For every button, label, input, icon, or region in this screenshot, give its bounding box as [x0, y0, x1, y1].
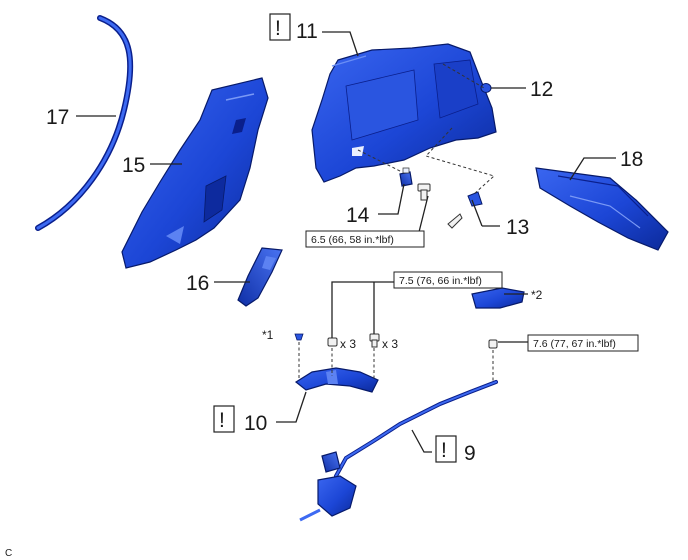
caution-box-9: ! [435, 435, 457, 463]
torque-box-2: 7.5 (76, 66 in.*lbf) [393, 271, 503, 289]
quantity-label-1: x 3 [340, 337, 356, 351]
nut-icon-a [327, 337, 338, 347]
callout-13: 13 [506, 216, 529, 239]
torque-label-3: 7.6 (77, 67 in.*lbf) [533, 338, 616, 350]
corner-code: C [5, 548, 12, 559]
bolt-6-5 [417, 183, 431, 201]
part-11-deck-trim [311, 43, 497, 183]
torque-label-2: 7.5 (76, 66 in.*lbf) [399, 275, 482, 287]
marker-2-label: *2 [531, 288, 543, 302]
callout-10: 10 [244, 412, 267, 435]
torque-box-3: 7.6 (77, 67 in.*lbf) [527, 334, 639, 352]
assembly-dashed-lines [298, 63, 495, 382]
torque-box-1: 6.5 (66, 58 in.*lbf) [305, 230, 425, 248]
caution-box-10: ! [213, 405, 235, 433]
part-10-trim [294, 367, 379, 393]
part-12-clip [480, 83, 492, 93]
part-15-pillar-trim [121, 77, 269, 269]
part-14-bracket [399, 167, 413, 187]
part-9-assembly [299, 380, 498, 522]
callout-18: 18 [620, 148, 643, 171]
part-13-clip [447, 191, 483, 229]
marker-1-label: *1 [262, 328, 274, 342]
callout-14: 14 [346, 204, 370, 227]
callout-15: 15 [122, 154, 145, 177]
quantity-label-2: x 3 [382, 337, 398, 351]
marker-1-clip [294, 333, 304, 341]
bolt-icon-b [369, 333, 380, 348]
callout-16: 16 [186, 272, 209, 295]
callout-12: 12 [530, 78, 553, 101]
part-18-scuff-plate [535, 167, 669, 251]
callout-17: 17 [46, 106, 69, 129]
part-17-weatherstrip [35, 15, 134, 231]
nut-icon-c [488, 339, 498, 349]
caution-mark-10: ! [219, 409, 225, 432]
callout-11: 11 [296, 20, 318, 43]
torque-label-1: 6.5 (66, 58 in.*lbf) [311, 234, 394, 246]
leader-lines [76, 31, 616, 453]
caution-mark-9: ! [441, 439, 447, 462]
part-marked-2 [471, 287, 525, 309]
caution-box-11: ! [269, 13, 291, 41]
caution-mark-11: ! [275, 17, 281, 40]
callout-9: 9 [464, 442, 476, 465]
part-16-trim [237, 247, 283, 307]
